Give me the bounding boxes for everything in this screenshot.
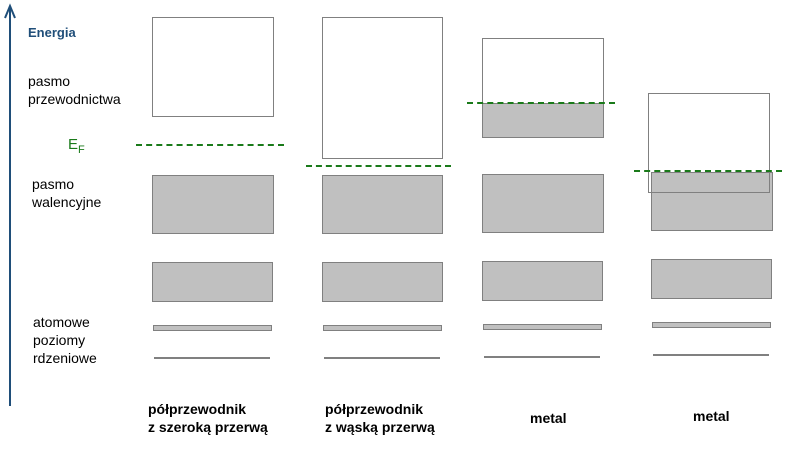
col1-core-level-2 (154, 357, 270, 359)
col4-upper-band (648, 93, 770, 193)
col3-valence-band (482, 174, 604, 233)
col4-core-level-2 (653, 354, 769, 356)
col1-fermi-line (136, 144, 284, 146)
fermi-label-sub: F (78, 144, 85, 156)
fermi-label-main: E (68, 136, 79, 153)
col1-conduction-band (152, 17, 274, 117)
col1-caption: półprzewodnik z szeroką przerwą (148, 400, 268, 436)
col2-caption-line1: półprzewodnik (325, 401, 423, 417)
axis-label: Energia (28, 25, 76, 40)
col3-caption: metal (530, 409, 567, 427)
col3-core-level-1 (483, 324, 602, 330)
core-label-line3: rdzeniowe (33, 350, 97, 366)
col3-lower-band (482, 261, 603, 301)
core-levels-label: atomowe poziomy rdzeniowe (33, 313, 97, 367)
valence-label-line1: pasmo (32, 176, 75, 192)
col1-lower-band (152, 262, 273, 302)
core-label-line1: atomowe (33, 314, 90, 330)
col2-caption-line2: z wąską przerwą (325, 419, 435, 435)
col1-core-level-1 (153, 325, 272, 331)
valence-label-line2: walencyjne (32, 194, 102, 210)
col4-valence-band (651, 172, 773, 231)
col3-fermi-line (467, 102, 615, 104)
col4-caption: metal (693, 407, 730, 425)
col2-valence-band (322, 175, 443, 234)
col1-caption-line2: z szeroką przerwą (148, 419, 268, 435)
col3-caption-line1: metal (530, 410, 567, 426)
col1-caption-line1: półprzewodnik (148, 401, 246, 417)
col2-core-level-1 (323, 325, 442, 331)
col1-valence-band (152, 175, 274, 234)
col2-core-level-2 (324, 357, 440, 359)
col4-caption-line1: metal (693, 408, 730, 424)
col4-lower-band (651, 259, 772, 299)
conduction-band-label: pasmo przewodnictwa (28, 72, 121, 108)
col3-upper-band-filled (482, 103, 604, 138)
col2-conduction-band (322, 17, 443, 159)
col2-caption: półprzewodnik z wąską przerwą (325, 400, 435, 436)
col4-fermi-line (634, 170, 782, 172)
valence-band-label: pasmo walencyjne (32, 175, 101, 211)
conduction-label-line2: przewodnictwa (28, 91, 121, 107)
energy-axis (4, 3, 16, 406)
col2-fermi-line (306, 165, 451, 167)
col3-core-level-2 (484, 356, 600, 358)
conduction-label-line1: pasmo (28, 73, 71, 89)
col4-core-level-1 (652, 322, 771, 328)
fermi-level-label: EF (68, 136, 85, 156)
col2-lower-band (322, 262, 443, 302)
core-label-line2: poziomy (33, 332, 86, 348)
